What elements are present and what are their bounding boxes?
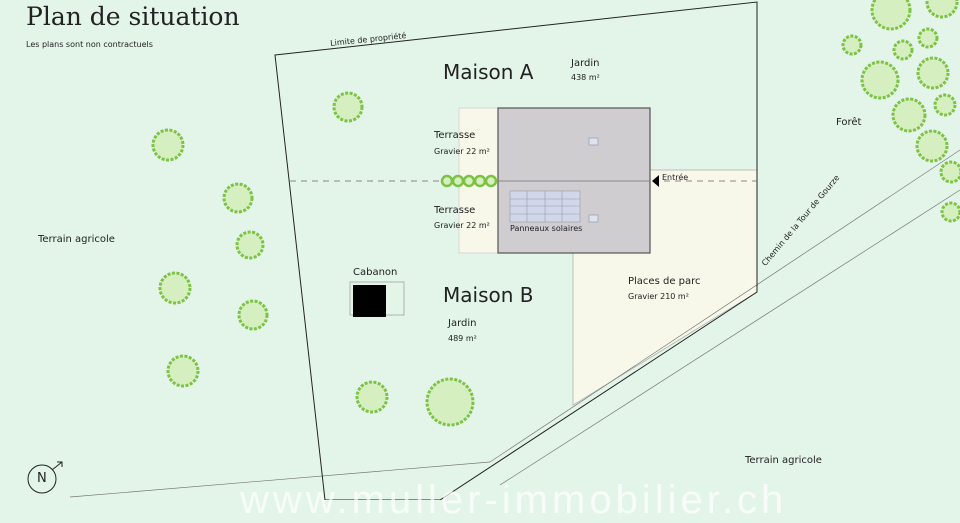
jardin-a-label: Jardin <box>571 58 600 69</box>
north-label: N <box>37 471 47 486</box>
road-edge <box>499 189 960 486</box>
subtitle: Les plans sont non contractuels <box>26 40 153 49</box>
forest-label: Forêt <box>836 117 862 128</box>
property-boundary <box>274 1 758 500</box>
hedge <box>440 174 498 188</box>
site-plan <box>27 0 960 500</box>
terrace-1-label: Terrasse <box>434 130 476 141</box>
shed <box>353 285 386 317</box>
maison-a-label: Maison A <box>443 60 534 84</box>
farmland-west-label: Terrain agricole <box>38 234 115 245</box>
skylight-icon <box>588 137 599 146</box>
north-icon <box>27 464 57 494</box>
watermark: www.muller-immobilier.ch <box>240 478 788 522</box>
entrance-label: Entrée <box>662 173 689 182</box>
road-edge <box>489 149 960 463</box>
page-title: Plan de situation <box>26 2 240 31</box>
parking-label: Places de parc <box>628 276 701 287</box>
parking-area-label: Gravier 210 m² <box>628 292 689 301</box>
shed-label: Cabanon <box>353 267 398 278</box>
terrace-2-label: Terrasse <box>434 205 476 216</box>
jardin-a-area: 438 m² <box>571 73 600 82</box>
trees <box>151 0 960 427</box>
farmland-se-label: Terrain agricole <box>745 455 822 466</box>
solar-label: Panneaux solaires <box>510 224 583 233</box>
north-arrow-icon <box>51 461 63 471</box>
terrace-1-area: Gravier 22 m² <box>434 147 490 156</box>
entrance-arrow-icon <box>652 175 659 187</box>
maison-b-label: Maison B <box>443 283 534 307</box>
road-edge <box>69 461 491 498</box>
solar-panels <box>509 190 581 223</box>
jardin-b-area: 489 m² <box>448 334 477 343</box>
skylight-icon <box>588 214 599 223</box>
terrace-2-area: Gravier 22 m² <box>434 221 490 230</box>
jardin-b-label: Jardin <box>448 318 477 329</box>
